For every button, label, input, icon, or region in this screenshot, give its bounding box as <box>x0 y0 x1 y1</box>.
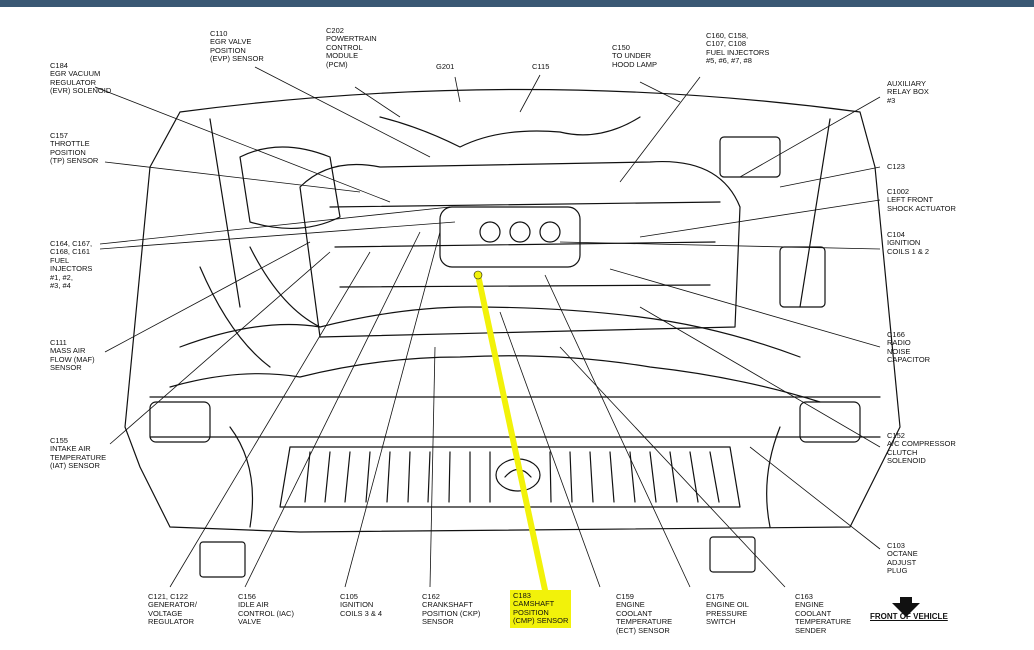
label-c155: C155 INTAKE AIR TEMPERATURE (IAT) SENSOR <box>50 436 107 471</box>
label-c183-highlighted: C183 CAMSHAFT POSITION (CMP) SENSOR <box>510 590 572 628</box>
front-arrow-icon <box>892 597 920 617</box>
label-c121: C121, C122 GENERATOR/ VOLTAGE REGULATOR <box>148 592 197 627</box>
label-c160: C160, C158, C107, C108 FUEL INJECTORS #5… <box>706 31 770 66</box>
hood-outline <box>124 88 901 533</box>
label-c123: C123 <box>887 162 905 171</box>
label-c105: C105 IGNITION COILS 3 & 4 <box>340 592 383 618</box>
label-g201: G201 <box>436 62 455 71</box>
front-of-vehicle-label: FRONT OF VEHICLE <box>870 612 948 621</box>
label-c175: C175 ENGINE OIL PRESSURE SWITCH <box>706 592 749 627</box>
engine-block <box>299 160 741 338</box>
engine-compartment-diagram <box>94 66 920 617</box>
label-c164: C164, C167, C168, C161 FUEL INJECTORS #1… <box>50 239 93 291</box>
cmp-highlight-line <box>475 272 548 593</box>
label-c1002: C1002 LEFT FRONT SHOCK ACTUATOR <box>887 187 956 213</box>
label-c115: C115 <box>532 62 550 71</box>
intake-plenum <box>439 206 581 268</box>
label-c166: C166 RADIO NOISE CAPACITOR <box>887 330 931 365</box>
grille <box>279 446 741 508</box>
label-c150: C150 TO UNDER HOOD LAMP <box>612 43 658 69</box>
label-c104: C104 IGNITION COILS 1 & 2 <box>887 230 930 256</box>
label-c111: C111 MASS AIR FLOW (MAF) SENSOR <box>50 338 95 373</box>
label-c103: C103 OCTANE ADJUST PLUG <box>887 541 918 576</box>
label-c163: C163 ENGINE COOLANT TEMPERATURE SENDER <box>795 592 852 635</box>
label-c156: C156 IDLE AIR CONTROL (IAC) VALVE <box>238 592 294 627</box>
label-c159: C159 ENGINE COOLANT TEMPERATURE (ECT) SE… <box>616 592 673 635</box>
label-aux-relay-box: AUXILIARY RELAY BOX #3 <box>887 79 929 105</box>
relay-box <box>779 246 826 308</box>
label-c184: C184 EGR VACUUM REGULATOR (EVR) SOLENOID <box>50 61 112 96</box>
label-c152: C152 A/C COMPRESSOR CLUTCH SOLENOID <box>887 431 956 466</box>
top-window-bar <box>0 0 1034 7</box>
label-c157: C157 THROTTLE POSITION (TP) SENSOR <box>50 131 99 166</box>
label-c202: C202 POWERTRAIN CONTROL MODULE (PCM) <box>326 26 377 69</box>
label-c162: C162 CRANKSHAFT POSITION (CKP) SENSOR <box>422 592 481 627</box>
air-cleaner <box>239 146 341 229</box>
label-c110: C110 EGR VALVE POSITION (EVP) SENSOR <box>210 29 264 64</box>
